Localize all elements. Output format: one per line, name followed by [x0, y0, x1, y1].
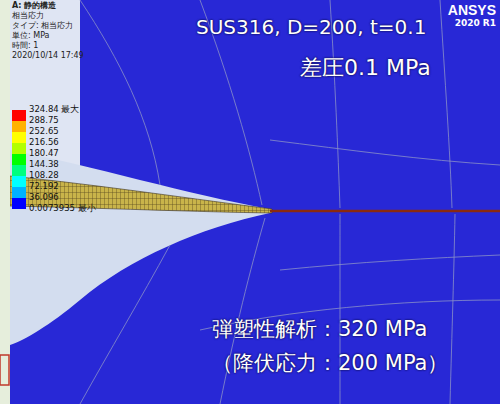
legend-value: 36.096 — [29, 193, 59, 202]
legend-value: 216.56 — [29, 138, 59, 147]
legend-value: 180.47 — [29, 149, 59, 158]
logo-text: ANSYS — [448, 3, 496, 18]
header-text: 2020/10/14 17:49 — [12, 52, 84, 61]
legend-value: 144.38 — [29, 160, 59, 169]
header-text: タイプ: 相当応力 — [12, 22, 73, 31]
condition-text: 差圧0.1 MPa — [300, 56, 431, 80]
legend-value: 108.28 — [29, 171, 59, 180]
color-bar — [12, 110, 26, 209]
title-text: SUS316, D=200, t=0.1 — [196, 16, 426, 38]
legend-value: 324.84 最大 — [29, 105, 79, 114]
diaphragm-mesh — [10, 176, 272, 213]
header-text: 時間: 1 — [12, 42, 38, 51]
version-text: 2020 R1 — [455, 19, 496, 29]
diaphragm-line — [270, 210, 500, 213]
legend-value: 0.0073935 最小 — [29, 204, 96, 213]
slide-margin — [0, 0, 10, 404]
legend-value: 288.75 — [29, 116, 59, 125]
header-text: 単位: MPa — [12, 32, 50, 41]
result-text: （降伏応力：200 MPa） — [212, 352, 448, 375]
legend-value: 72.192 — [29, 182, 59, 191]
result-text: 弾塑性解析：320 MPa — [212, 318, 427, 341]
header-text: 相当応力 — [12, 12, 44, 21]
callout-frame — [0, 355, 9, 385]
legend-value: 252.65 — [29, 127, 59, 136]
header-text: A: 静的構造 — [12, 2, 56, 11]
gap-region — [10, 150, 270, 345]
